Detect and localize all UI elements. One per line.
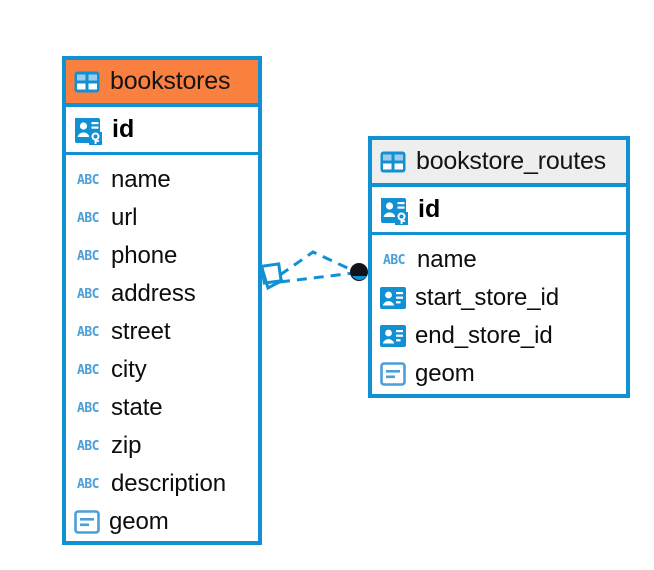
relationship-line-upper [279,250,355,277]
text-abc-icon: ABC [77,400,99,416]
geometry-icon [74,510,100,534]
field-label-name: name [417,246,477,273]
primary-key-icon [74,115,104,145]
field-label-id: id [418,195,441,223]
field-label-name: name [111,166,171,193]
field-row-phone[interactable]: ABC phone [66,237,258,275]
text-abc-icon: ABC [77,476,99,492]
crows-foot-marker [260,262,284,291]
entity-header-bookstores[interactable]: bookstores [66,60,258,107]
entity-bookstores[interactable]: bookstores id [62,56,262,545]
field-row-end-store-id[interactable]: end_store_id [372,317,626,355]
field-row-city[interactable]: ABC city [66,351,258,389]
text-abc-icon: ABC [383,252,405,268]
text-abc-icon: ABC [77,172,99,188]
field-row-name[interactable]: ABC name [372,241,626,279]
field-row-start-store-id[interactable]: start_store_id [372,279,626,317]
field-row-description[interactable]: ABC description [66,465,258,503]
field-row-name[interactable]: ABC name [66,161,258,199]
table-icon [74,71,100,93]
text-abc-icon: ABC [77,248,99,264]
field-label-zip: zip [111,432,142,459]
table-icon [380,151,406,173]
field-label-geom: geom [415,360,475,387]
text-abc-icon: ABC [77,210,99,226]
field-row-geom[interactable]: geom [66,503,258,541]
relationship-line-lower [279,271,355,284]
field-row-street[interactable]: ABC street [66,313,258,351]
field-label-end-store-id: end_store_id [415,322,553,349]
text-abc-icon: ABC [77,438,99,454]
field-list-bookstore-routes: ABC name start_store_id [372,235,626,393]
field-row-state[interactable]: ABC state [66,389,258,427]
foreign-key-icon [380,287,406,309]
text-abc-icon: ABC [77,286,99,302]
geometry-icon [380,362,406,386]
field-label-address: address [111,280,196,307]
field-label-description: description [111,470,226,497]
entity-title-bookstore-routes: bookstore_routes [416,147,606,175]
entity-title-bookstores: bookstores [110,67,231,95]
field-row-primary-key[interactable]: id [372,187,626,235]
foreign-key-icon [380,325,406,347]
field-row-address[interactable]: ABC address [66,275,258,313]
filled-circle-marker [350,263,368,281]
field-list-bookstores: ABC name ABC url ABC phone ABC [66,155,258,541]
field-row-url[interactable]: ABC url [66,199,258,237]
field-label-geom: geom [109,508,169,535]
field-label-phone: phone [111,242,178,269]
field-row-zip[interactable]: ABC zip [66,427,258,465]
field-label-city: city [111,356,147,383]
field-label-street: street [111,318,171,345]
field-label-url: url [111,204,138,231]
primary-key-icon [380,195,410,225]
entity-bookstore-routes[interactable]: bookstore_routes id [368,136,630,398]
field-row-primary-key[interactable]: id [66,107,258,155]
text-abc-icon: ABC [77,324,99,340]
field-label-start-store-id: start_store_id [415,284,560,311]
field-row-geom[interactable]: geom [372,355,626,393]
field-label-state: state [111,394,163,421]
relationship-connector[interactable] [258,240,374,310]
field-label-id: id [112,115,135,143]
text-abc-icon: ABC [77,362,99,378]
entity-header-bookstore-routes[interactable]: bookstore_routes [372,140,626,187]
